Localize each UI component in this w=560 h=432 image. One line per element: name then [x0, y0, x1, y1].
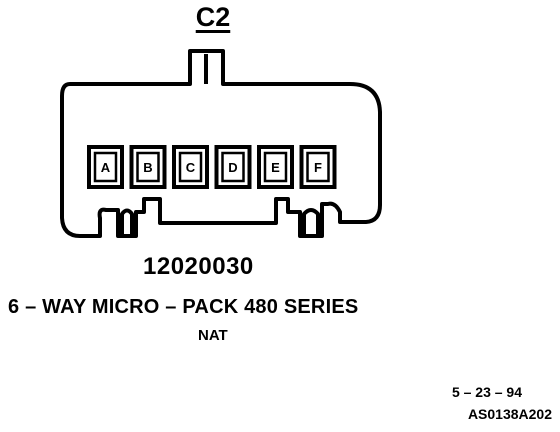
terminal-cavity-f: F	[299, 145, 337, 189]
terminal-cavity-row: A B C D E F	[87, 145, 337, 189]
terminal-cavity-outer	[257, 145, 294, 189]
terminal-cavity-inner	[306, 151, 330, 183]
connector-housing	[60, 49, 382, 238]
terminal-cavity-e: E	[257, 145, 294, 189]
terminal-cavity-inner	[221, 151, 245, 183]
terminal-label: D	[228, 160, 237, 175]
terminal-cavity-outer	[129, 145, 167, 189]
connector-color: NAT	[198, 327, 228, 344]
connector-title: C2	[195, 2, 231, 32]
terminal-cavity-a: A	[87, 145, 124, 189]
document-code: AS0138A202	[467, 406, 552, 422]
terminal-label: B	[143, 160, 152, 175]
terminal-cavity-b: B	[129, 145, 167, 189]
terminal-cavity-inner	[178, 151, 203, 183]
terminal-label: F	[314, 160, 322, 175]
terminal-cavity-inner	[136, 151, 160, 183]
bottom-key-right	[302, 208, 320, 236]
housing-outline	[60, 49, 382, 238]
terminal-label: E	[271, 160, 280, 175]
document-date: 5 – 23 – 94	[451, 384, 522, 400]
terminal-cavity-outer	[214, 145, 252, 189]
terminal-cavity-d: D	[214, 145, 252, 189]
terminal-cavity-inner	[93, 151, 118, 183]
terminal-cavity-outer	[87, 145, 124, 189]
part-number: 12020030	[143, 253, 254, 280]
bottom-key-left	[120, 208, 134, 236]
terminal-cavity-outer	[299, 145, 337, 189]
connector-description: 6 – WAY MICRO – PACK 480 SERIES	[8, 296, 359, 318]
terminal-cavity-outer	[172, 145, 209, 189]
terminal-cavity-c: C	[172, 145, 209, 189]
terminal-label: C	[186, 160, 196, 175]
terminal-cavity-inner	[263, 151, 288, 183]
terminal-label: A	[101, 160, 111, 175]
